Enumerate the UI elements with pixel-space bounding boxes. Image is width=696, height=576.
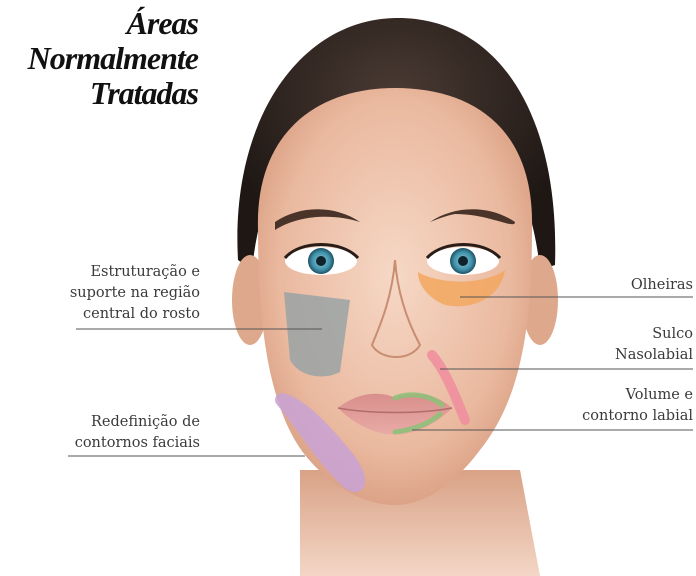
left-pupil [316, 256, 326, 266]
label-labial-line-2: contorno labial [540, 406, 693, 427]
label-contour-line-1: Redefinição de [60, 412, 200, 433]
label-sulco-line-1: Sulco [560, 324, 693, 345]
label-sulco: Sulco Nasolabial [560, 324, 693, 366]
label-olheiras-line-1: Olheiras [560, 275, 693, 296]
central-area-highlight [284, 292, 350, 376]
right-pupil [458, 256, 468, 266]
label-central-line-2: suporte na região [60, 283, 200, 304]
label-central: Estruturação e suporte na região central… [60, 262, 200, 325]
label-labial: Volume e contorno labial [540, 385, 693, 427]
label-central-line-3: central do rosto [60, 304, 200, 325]
label-labial-line-1: Volume e [540, 385, 693, 406]
label-contour-line-2: contornos faciais [60, 433, 200, 454]
label-olheiras: Olheiras [560, 275, 693, 296]
label-central-line-1: Estruturação e [60, 262, 200, 283]
label-sulco-line-2: Nasolabial [560, 345, 693, 366]
label-contour: Redefinição de contornos faciais [60, 412, 200, 454]
